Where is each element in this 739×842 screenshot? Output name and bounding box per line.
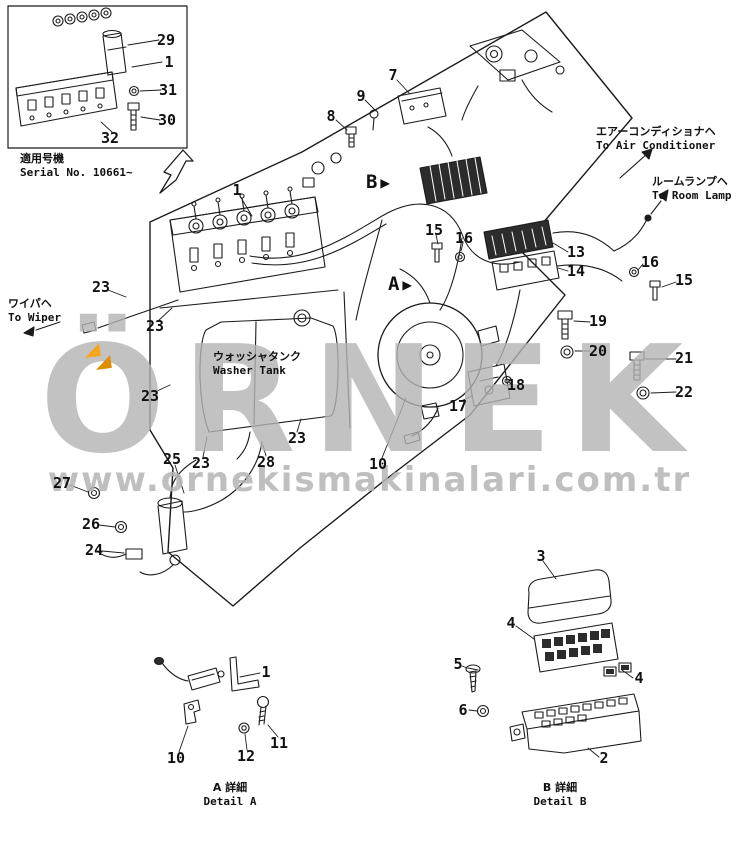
section-marker-A: A — [388, 273, 412, 295]
serial-inset-drawing — [7, 5, 188, 149]
part-callout-31: 31 — [158, 81, 178, 99]
part-callout-17: 17 — [448, 397, 468, 415]
part-callout-29: 29 — [156, 31, 176, 49]
part-callout-8: 8 — [326, 107, 336, 125]
main-body-outline — [149, 11, 633, 607]
part-callout-20: 20 — [588, 342, 608, 360]
washer-motor-drawing — [377, 268, 500, 420]
finned-block-drawing — [419, 126, 488, 205]
part-callout-14: 14 — [566, 262, 586, 280]
upper-machinery-drawing — [302, 29, 565, 188]
part-callout-26: 26 — [81, 515, 101, 533]
part-callout-10: 10 — [368, 455, 388, 473]
part-callout-23: 23 — [91, 278, 111, 296]
part-callout-21: 21 — [674, 349, 694, 367]
part-callout-28: 28 — [256, 453, 276, 471]
part-callout-11: 11 — [269, 734, 289, 752]
part-callout-27: 27 — [52, 474, 72, 492]
part-callout-25: 25 — [162, 450, 182, 468]
washer-pump-drawing — [87, 441, 263, 576]
detail-a-drawing — [153, 656, 270, 734]
part-callout-12: 12 — [236, 747, 256, 765]
section-marker-B: B — [366, 171, 390, 193]
part-callout-4: 4 — [634, 669, 644, 687]
detail-b-drawing — [465, 569, 642, 754]
part-callout-1: 1 — [164, 53, 174, 71]
part-callout-3: 3 — [536, 547, 546, 565]
part-callout-1: 1 — [261, 663, 271, 681]
part-callout-5: 5 — [453, 655, 463, 673]
part-callout-23: 23 — [140, 387, 160, 405]
part-callout-7: 7 — [388, 66, 398, 84]
part-callout-13: 13 — [566, 243, 586, 261]
wiring-harness-drawing — [23, 203, 521, 445]
bracket-17-drawing — [467, 363, 513, 407]
part-callout-32: 32 — [100, 129, 120, 147]
connector-block-drawing — [483, 148, 669, 291]
part-callout-9: 9 — [356, 87, 366, 105]
part-callout-15: 15 — [424, 221, 444, 239]
part-callout-24: 24 — [84, 541, 104, 559]
part-callout-23: 23 — [191, 454, 211, 472]
engine-block-drawing — [169, 186, 326, 293]
inset-arrow — [159, 149, 194, 194]
fasteners-drawing — [431, 242, 661, 400]
part-callout-2: 2 — [599, 749, 609, 767]
part-callout-4: 4 — [506, 614, 516, 632]
part-callout-18: 18 — [506, 376, 526, 394]
part-callout-19: 19 — [588, 312, 608, 330]
leader-lines — [69, 79, 677, 758]
room-lamp-arrowhead — [658, 189, 669, 202]
part-callout-10: 10 — [166, 749, 186, 767]
air-conditioner-arrowhead — [641, 148, 653, 160]
washer-tank-drawing — [199, 309, 339, 460]
part-callout-16: 16 — [454, 229, 474, 247]
relay-7-drawing — [345, 87, 447, 148]
part-callout-30: 30 — [157, 111, 177, 129]
part-callout-16: 16 — [640, 253, 660, 271]
part-callout-6: 6 — [458, 701, 468, 719]
part-callout-15: 15 — [674, 271, 694, 289]
part-callout-1: 1 — [232, 181, 242, 199]
part-callout-23: 23 — [287, 429, 307, 447]
part-callout-22: 22 — [674, 383, 694, 401]
wiper-arrowhead — [23, 326, 35, 337]
part-callout-23: 23 — [145, 317, 165, 335]
